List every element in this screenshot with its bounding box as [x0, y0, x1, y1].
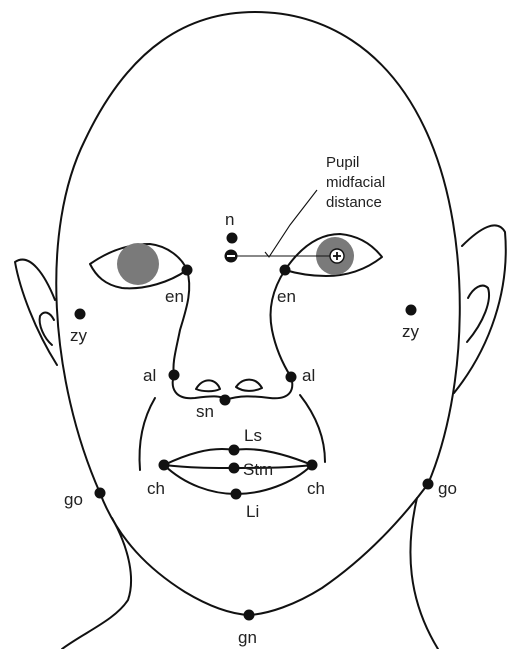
neck-left-outline [62, 518, 131, 649]
nostril-left [236, 380, 262, 391]
landmark-label-en-left: en [277, 287, 296, 306]
landmark-label-en-right: en [165, 287, 184, 306]
landmark-dot-gn [244, 610, 255, 621]
landmark-dot-sn [220, 395, 231, 406]
landmark-dot-en-right [182, 265, 193, 276]
landmark-dot-go-left [423, 479, 434, 490]
landmark-label-zy-left: zy [402, 322, 420, 341]
head-outline [56, 12, 460, 493]
annotation-line-1: Pupil [326, 154, 359, 171]
annotation-leader [265, 190, 317, 257]
landmark-dot-al-left [286, 372, 297, 383]
neck-right-outline [410, 498, 438, 649]
nostril-right [196, 380, 220, 391]
ear-right-outline [454, 225, 506, 393]
ear-right-inner [467, 286, 489, 342]
landmark-dot-stm [229, 463, 240, 474]
ear-left-outline [15, 260, 57, 365]
jaw-outline [100, 484, 428, 615]
landmark-label-al-right: al [143, 366, 156, 385]
landmark-dot-n [227, 233, 238, 244]
landmark-dot-li [231, 489, 242, 500]
cheek-line-left [300, 395, 325, 462]
landmark-dot-al-right [169, 370, 180, 381]
landmark-label-ch-left: ch [307, 479, 325, 498]
landmark-dot-go-right [95, 488, 106, 499]
landmark-label-ls: Ls [244, 426, 262, 445]
nose-right-contour [173, 270, 189, 375]
landmark-label-sn: sn [196, 402, 214, 421]
pupil-right [117, 243, 159, 285]
landmark-label-go-right: go [64, 490, 83, 509]
landmark-label-stm: Stm [243, 460, 273, 479]
landmark-dot-zy-left [406, 305, 417, 316]
cheek-line-right [140, 398, 155, 470]
landmark-label-ch-right: ch [147, 479, 165, 498]
landmark-dot-en-left [280, 265, 291, 276]
landmark-label-go-left: go [438, 479, 457, 498]
landmark-label-li: Li [246, 502, 259, 521]
annotation-line-2: midfacial [326, 174, 385, 191]
annotation-line-3: distance [326, 194, 382, 211]
landmark-label-n: n [225, 210, 234, 229]
landmark-label-zy-right: zy [70, 326, 88, 345]
landmark-dot-ch-left [307, 460, 318, 471]
landmark-dot-zy-right [75, 309, 86, 320]
landmark-label-gn: gn [238, 628, 257, 647]
landmark-dot-ch-right [159, 460, 170, 471]
landmark-label-al-left: al [302, 366, 315, 385]
nose-right-wing [173, 375, 225, 400]
landmark-dot-ls [229, 445, 240, 456]
